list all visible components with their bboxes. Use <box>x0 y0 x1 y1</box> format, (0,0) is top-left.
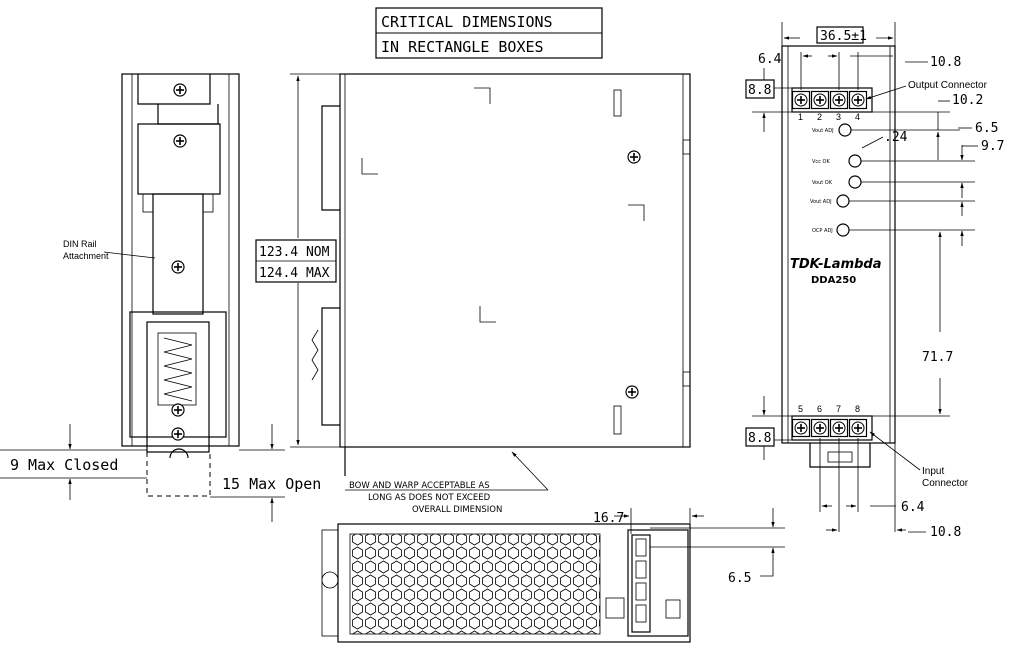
note-line-2: IN RECTANGLE BOXES <box>381 38 544 56</box>
dim-16-7: 16.7 <box>593 511 624 526</box>
height-nom: 123.4 NOM <box>259 245 330 260</box>
screw-icon <box>173 83 187 97</box>
pin-7: 7 <box>836 404 841 414</box>
dim-10-8-top: 10.8 <box>930 55 961 70</box>
output-connector-label: Output Connector <box>908 80 988 91</box>
front-view: 123.4 NOM 124.4 MAX BOW AND WARP ACCEPTA… <box>255 73 691 515</box>
terminal-6 <box>810 418 830 438</box>
brand-label: TDK-Lambda <box>790 257 882 272</box>
dim-6-4-bottom: 6.4 <box>901 500 925 515</box>
vout-ok-led-icon <box>848 175 862 189</box>
led-label-2: Vout OK <box>812 180 833 186</box>
pin-3: 3 <box>836 112 841 122</box>
screw-icon <box>625 385 639 399</box>
dim-24: .24 <box>884 130 908 145</box>
model-label: DDA250 <box>811 275 856 286</box>
din-rail-label-1: DIN Rail <box>63 239 97 249</box>
terminal-4 <box>848 90 868 110</box>
pin-6: 6 <box>817 404 822 414</box>
pin-5: 5 <box>798 404 803 414</box>
terminal-1 <box>791 90 811 110</box>
dim-8-8-top: 8.8 <box>748 83 771 98</box>
dim-6-4-top: 6.4 <box>758 52 782 67</box>
bow-note-3: OVERALL DIMENSION <box>412 505 502 515</box>
vcc-ok-led-icon <box>848 154 862 168</box>
critical-dimensions-note: CRITICAL DIMENSIONS IN RECTANGLE BOXES <box>375 7 603 59</box>
dim-9-7: 9.7 <box>981 139 1004 154</box>
terminal-2 <box>810 90 830 110</box>
bottom-view: 16.7 6.5 <box>321 508 785 643</box>
screw-icon <box>171 403 185 417</box>
terminal-8 <box>848 418 868 438</box>
dim-6-5: 6.5 <box>975 121 998 136</box>
panel-view: 1 2 3 4 Vout ADJ Vcc OK Vout OK Vout ADJ… <box>745 22 1004 540</box>
pot-label-2: Vout ADJ <box>810 199 832 205</box>
pin-1: 1 <box>798 112 803 122</box>
pin-2: 2 <box>817 112 822 122</box>
terminal-7 <box>829 418 849 438</box>
width-dimension: 36.5±1 <box>820 29 867 44</box>
pot-label-3: OCP ADJ <box>812 228 833 234</box>
max-closed-label: 9 Max Closed <box>10 456 118 474</box>
screw-icon <box>171 260 185 274</box>
ocp-adj-pot-icon <box>836 223 850 237</box>
pin-8: 8 <box>855 404 860 414</box>
vout-adj-pot-icon <box>838 123 852 137</box>
terminal-3 <box>829 90 849 110</box>
dim-10-2: 10.2 <box>952 93 983 108</box>
screw-icon <box>173 134 187 148</box>
dim-6-5-bottom: 6.5 <box>728 571 751 586</box>
vout-adj2-pot-icon <box>836 194 850 208</box>
screw-icon <box>627 150 641 164</box>
note-line-1: CRITICAL DIMENSIONS <box>381 13 553 31</box>
dim-8-8-bottom: 8.8 <box>748 431 771 446</box>
side-view: DIN Rail Attachment 9 Max Closed 15 Max … <box>0 73 321 522</box>
input-connector-label-1: Input <box>922 466 944 477</box>
pot-label-1: Vout ADJ <box>812 128 834 134</box>
screw-icon <box>171 427 185 441</box>
max-open-label: 15 Max Open <box>222 475 321 493</box>
dim-71-7: 71.7 <box>922 350 953 365</box>
terminal-5 <box>791 418 811 438</box>
led-label-1: Vcc OK <box>812 159 830 165</box>
dim-10-8-bottom: 10.8 <box>930 525 961 540</box>
bow-note-2: LONG AS DOES NOT EXCEED <box>368 493 491 503</box>
bow-note-1: BOW AND WARP ACCEPTABLE AS <box>349 481 490 491</box>
input-connector-label-2: Connector <box>922 478 969 489</box>
height-max: 124.4 MAX <box>259 266 330 281</box>
din-rail-label-2: Attachment <box>63 251 109 261</box>
pin-4: 4 <box>855 112 860 122</box>
